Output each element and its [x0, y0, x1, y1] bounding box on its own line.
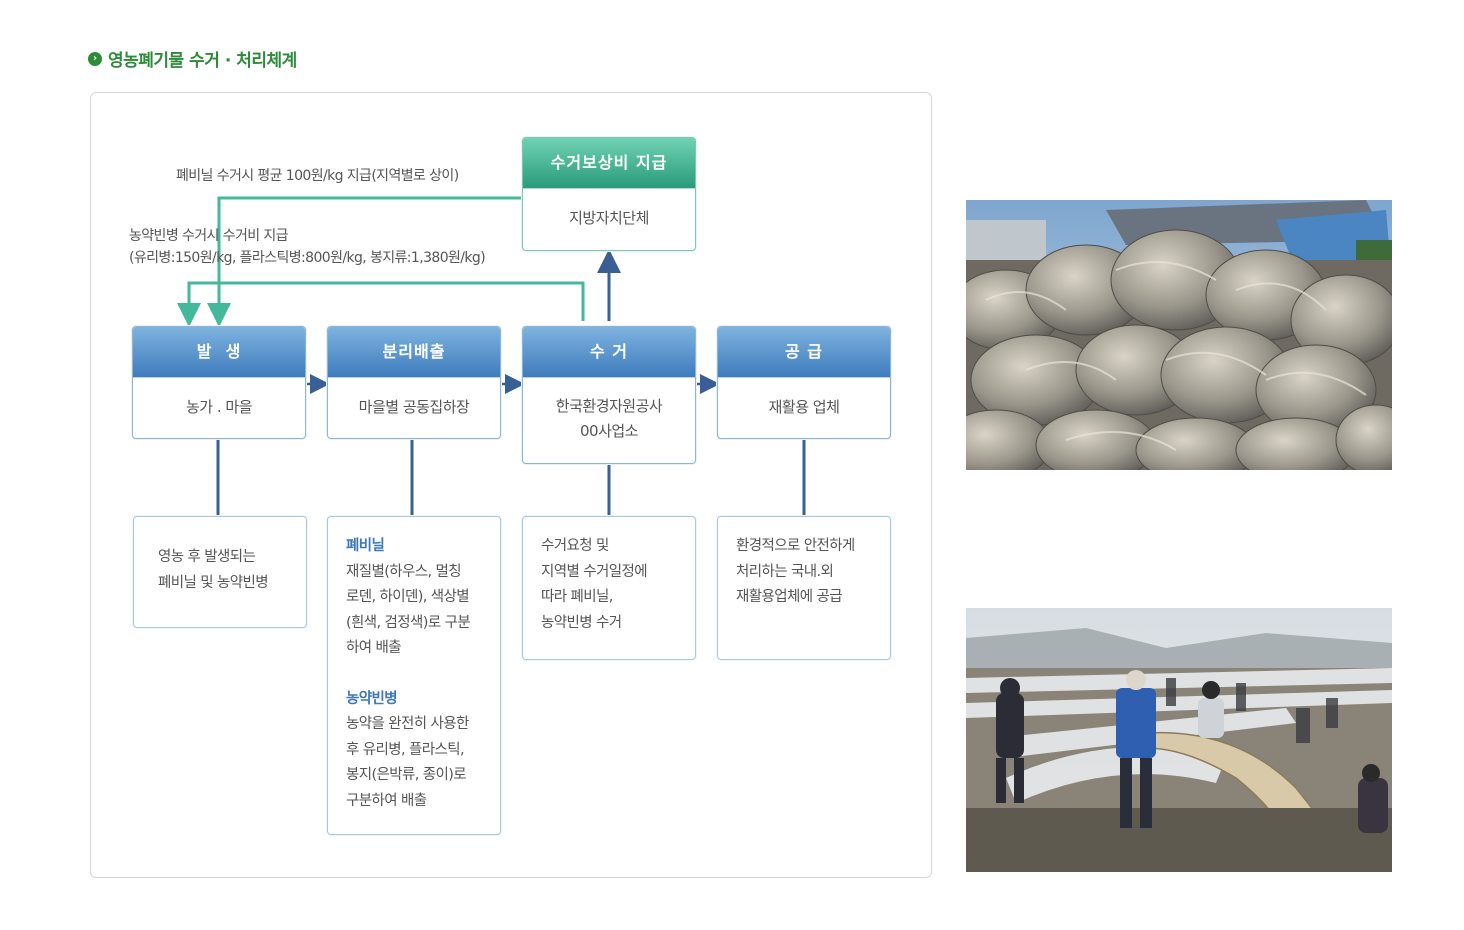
step-supply-body: 재활용 업체	[768, 398, 840, 416]
desc-vinyl-line: 하여 배출	[346, 640, 402, 656]
desc-collection-box: 수거요청 및 지역별 수거일정에 따라 폐비닐, 농약빈병 수거	[522, 516, 696, 660]
desc-occurrence-line: 영농 후 발생되는	[158, 549, 256, 565]
bottle-payment-note-line2: (유리병:150원/kg, 플라스틱병:800원/kg, 봉지류:1,380원/…	[129, 250, 486, 266]
desc-occurrence-line: 폐비닐 및 농약빈병	[158, 574, 269, 591]
step-separation-box: 분리배출 마을별 공동집하장	[327, 326, 501, 439]
connector-compensation-to-occurrence	[207, 196, 521, 327]
bottle-payment-note-line1: 농약빈병 수거시 수거비 지급	[129, 228, 289, 244]
desc-separation-box: 폐비닐 재질별(하우스, 멀칭 로덴, 하이덴), 색상별 (흰색, 검정색)로…	[327, 516, 501, 835]
section-title: › 영농폐기물 수거 · 처리체계	[88, 46, 297, 71]
compensation-title: 수거보상비 지급	[523, 138, 695, 189]
connector-collection-to-occurrence	[177, 281, 585, 327]
step-supply-title: 공 급	[718, 327, 890, 378]
step-separation-body: 마을별 공동집하장	[358, 398, 470, 416]
step-collection-body-line2: 00사업소	[580, 422, 639, 440]
desc-bottle-line: 구분하여 배출	[346, 792, 427, 809]
desc-bottle-line: 농약을 완전히 사용한	[346, 716, 469, 732]
compensation-box: 수거보상비 지급 지방자치단체	[522, 137, 696, 251]
flow-diagram-panel: 폐비닐 수거시 평균 100원/kg 지급(지역별로 상이) 농약빈병 수거시 …	[90, 92, 932, 878]
desc-vinyl-line: 로덴, 하이덴), 색상별	[346, 589, 470, 605]
desc-vinyl-line: 재질별(하우스, 멀칭	[346, 563, 462, 580]
desc-supply-line: 재활용업체에 공급	[736, 589, 843, 605]
step-collection-title: 수 거	[523, 327, 695, 378]
step-occurrence-box: 발 생 농가 . 마을	[132, 326, 306, 439]
chevron-circle-icon: ›	[88, 51, 102, 66]
desc-collection-line: 따라 폐비닐,	[541, 589, 613, 605]
photo-field-collection	[966, 608, 1392, 872]
desc-collection-line: 수거요청 및	[541, 538, 609, 554]
desc-supply-box: 환경적으로 안전하게 처리하는 국내.외 재활용업체에 공급	[717, 516, 891, 660]
step-supply-box: 공 급 재활용 업체	[717, 326, 891, 439]
desc-bottle-line: 봉지(은박류, 종이)로	[346, 767, 467, 783]
step-collection-box: 수 거 한국환경자원공사 00사업소	[522, 326, 696, 464]
diagram-connectors	[177, 196, 806, 516]
desc-vinyl-title: 폐비닐	[346, 538, 385, 554]
desc-vinyl-line: (흰색, 검정색)로 구분	[346, 614, 471, 631]
photo-plastic-waste-pile	[966, 200, 1392, 470]
step-separation-title: 분리배출	[328, 327, 500, 378]
page-title: 영농폐기물 수거 · 처리체계	[108, 51, 297, 71]
desc-bottle-title: 농약빈병	[346, 690, 398, 707]
desc-occurrence-box: 영농 후 발생되는 폐비닐 및 농약빈병	[133, 516, 307, 628]
vinyl-payment-note: 폐비닐 수거시 평균 100원/kg 지급(지역별로 상이)	[176, 168, 459, 184]
desc-supply-line: 환경적으로 안전하게	[736, 538, 855, 554]
compensation-body: 지방자치단체	[569, 209, 649, 227]
step-occurrence-body: 농가 . 마을	[185, 398, 253, 416]
desc-supply-line: 처리하는 국내.외	[736, 563, 834, 580]
desc-bottle-line: 후 유리병, 플라스틱,	[346, 741, 465, 758]
desc-collection-line: 농약빈병 수거	[541, 614, 622, 631]
desc-collection-line: 지역별 수거일정에	[541, 563, 648, 580]
step-occurrence-title: 발 생	[133, 327, 305, 378]
step-collection-body-line1: 한국환경자원공사	[555, 397, 663, 415]
